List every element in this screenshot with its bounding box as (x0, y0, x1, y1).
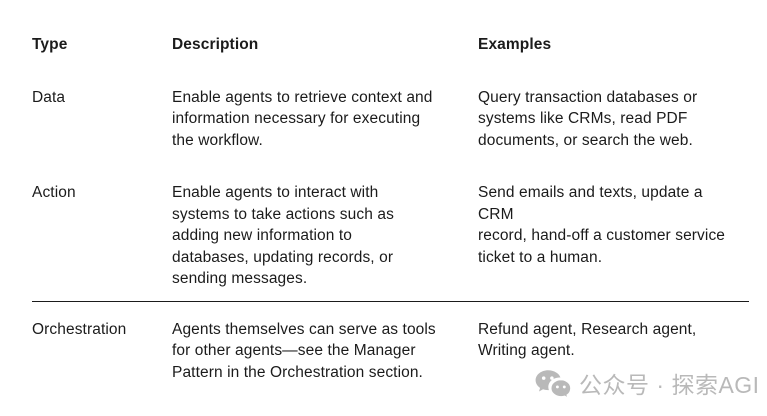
tool-types-table: Type Description Examples Data Enable ag… (32, 34, 751, 383)
cell-data-type: Data (32, 88, 66, 106)
cell-orchestration-description: Agents themselves can serve as tools for… (172, 320, 436, 381)
watermark-text: 公众号 · 探索AGI (579, 371, 760, 398)
cell-orchestration-type: Orchestration (32, 320, 127, 338)
wechat-icon (535, 369, 572, 400)
watermark: 公众号 · 探索AGI (535, 369, 760, 400)
cell-action-description: Enable agents to interact with systems t… (172, 184, 394, 287)
column-header-examples: Examples (478, 36, 552, 53)
cell-orchestration-examples: Refund agent, Research agent, Writing ag… (478, 320, 697, 360)
cell-action-type: Action (32, 184, 76, 201)
table-row-data: Data Enable agents to retrieve context a… (32, 87, 751, 152)
row-divider (32, 300, 749, 302)
cell-data-examples: Query transaction databases or systems l… (478, 88, 698, 149)
table-header-row: Type Description Examples (32, 34, 751, 56)
cell-data-description: Enable agents to retrieve context and in… (172, 88, 433, 149)
table-row-orchestration: Orchestration Agents themselves can serv… (32, 319, 751, 384)
table-row-action: Action Enable agents to interact with sy… (32, 182, 751, 290)
column-header-type: Type (32, 36, 68, 53)
column-header-description: Description (172, 36, 259, 53)
cell-action-examples: Send emails and texts, update a CRM reco… (478, 184, 726, 266)
